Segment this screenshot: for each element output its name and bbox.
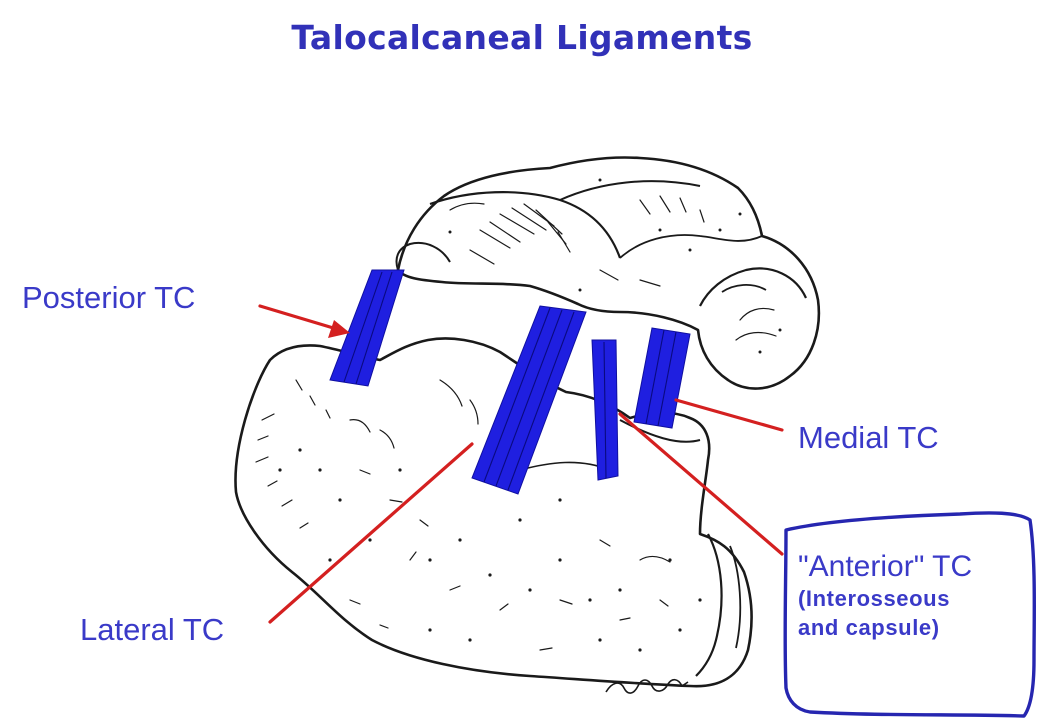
anterior-tc-sublabel-1: (Interosseous xyxy=(798,586,951,611)
ligaments xyxy=(329,269,691,495)
lateral-arrow xyxy=(268,442,474,624)
posterior-tc-label: Posterior TC xyxy=(22,280,196,315)
medial-arrow xyxy=(674,398,784,432)
calcaneus-bone xyxy=(234,337,753,688)
arrow-heads xyxy=(328,320,350,338)
ligament-fibers xyxy=(343,271,677,491)
diagram-title: Talocalcaneal Ligaments xyxy=(291,18,753,57)
artist-signature xyxy=(605,678,689,694)
calcaneus-stipple xyxy=(278,448,702,652)
lateral-tc-label: Lateral TC xyxy=(80,612,225,647)
anterior-tc-label: "Anterior" TC xyxy=(798,550,973,583)
medial-tc-label: Medial TC xyxy=(798,420,939,455)
calcaneus-texture xyxy=(255,379,671,651)
posterior-tc-ligament xyxy=(329,269,405,387)
pointer-arrows xyxy=(258,304,784,624)
posterior-arrow xyxy=(258,304,342,332)
talus-stipple xyxy=(448,178,782,354)
anterior-arrow xyxy=(618,412,784,556)
talus-texture xyxy=(449,195,777,341)
anterior-label-box xyxy=(783,511,1037,718)
lateral-tc-ligament xyxy=(471,305,587,495)
medial-tc-ligament xyxy=(633,327,691,429)
anterior-tc-sublabel-2: and capsule) xyxy=(798,615,940,640)
posterior-arrowhead xyxy=(328,320,350,338)
anterior-tc-label-group: "Anterior" TC (Interosseous and capsule) xyxy=(798,550,972,642)
